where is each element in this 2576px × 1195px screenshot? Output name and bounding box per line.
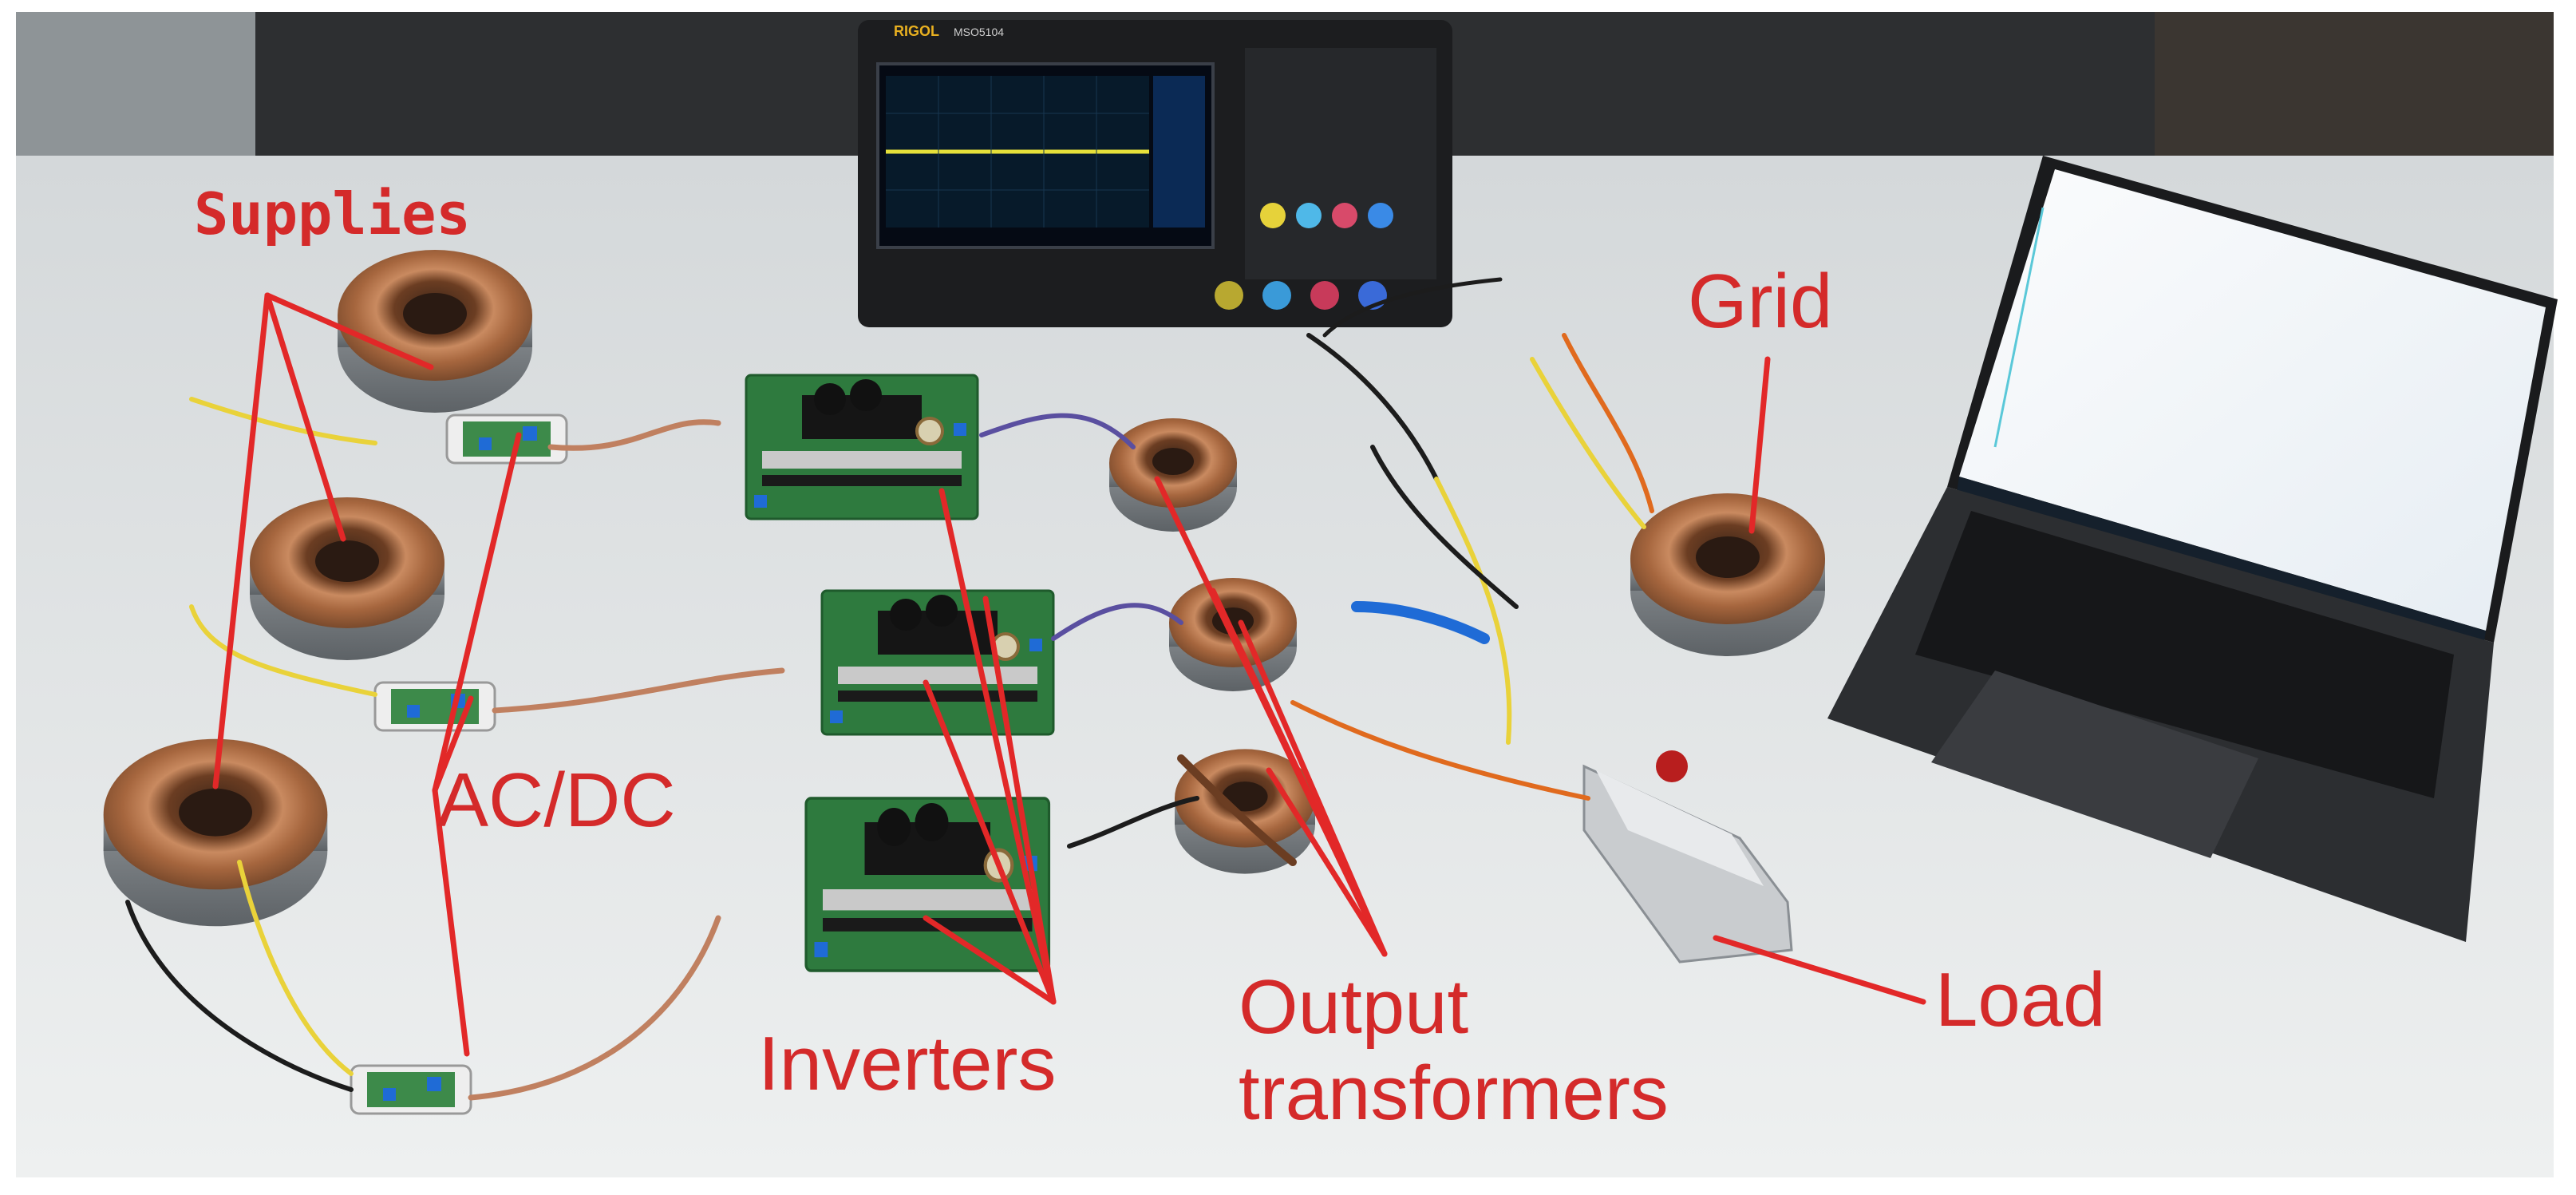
label-output-transformers: Output transformers (1239, 964, 1669, 1136)
acdc-module (445, 414, 568, 465)
oscilloscope-icon (858, 20, 1452, 327)
wire-icon (125, 277, 1654, 1101)
background-shelf (2155, 12, 2554, 156)
scope-model: MSO5104 (954, 26, 1004, 38)
toroid-icon (338, 250, 532, 413)
label-output-line2: transformers (1239, 1050, 1669, 1136)
background-equipment (16, 12, 255, 180)
load-box-icon (1582, 750, 1793, 964)
acdc-module (373, 681, 496, 732)
scope-brand: RIGOL (894, 23, 939, 39)
label-load: Load (1935, 957, 2106, 1043)
label-inverters: Inverters (758, 1021, 1057, 1106)
annotation-lines (212, 292, 1926, 1057)
acdc-module (350, 1064, 472, 1115)
laptop-icon (1827, 156, 2558, 942)
label-supplies: Supplies (194, 180, 471, 247)
label-grid: Grid (1688, 259, 1833, 344)
toroid-icon (1630, 493, 1825, 656)
label-acdc: AC/DC (437, 758, 676, 843)
label-output-line1: Output (1239, 964, 1469, 1050)
toroid-icon (250, 497, 444, 660)
